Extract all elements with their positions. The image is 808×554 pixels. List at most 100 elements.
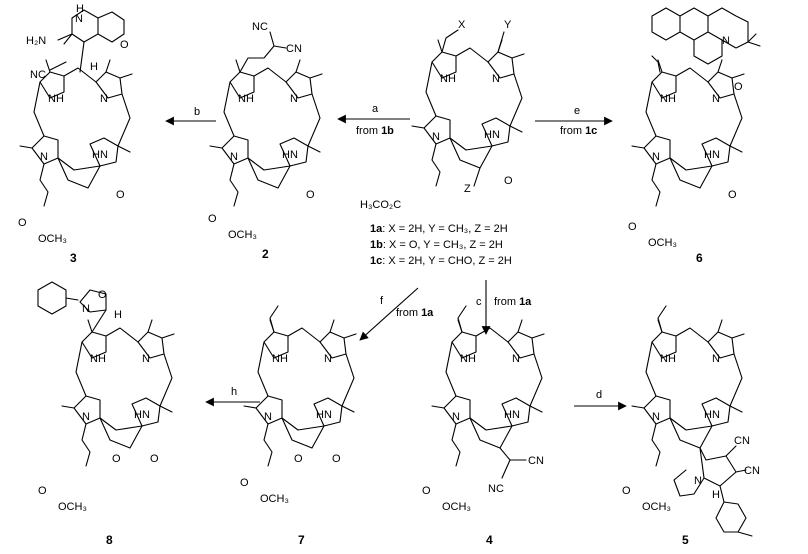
label-o: O	[728, 189, 737, 201]
arrow-e: e from 1c	[535, 105, 613, 137]
definition-1c: 1c: X = 2H, Y = CHO, Z = 2H	[370, 255, 512, 267]
label-hn: HN	[316, 409, 332, 421]
label-n: N	[512, 353, 520, 365]
label-och3: OCH₃	[642, 501, 671, 513]
label-hn: HN	[484, 129, 500, 141]
definition-1a: 1a: X = 2H, Y = CH₃, Z = 2H	[370, 223, 508, 235]
compound-number: 4	[486, 533, 493, 547]
label-cn: CN	[286, 43, 302, 55]
compound-number: 2	[262, 247, 269, 261]
label-hn: HN	[504, 409, 520, 421]
label-o: O	[150, 453, 159, 465]
label-nc: NC	[252, 21, 268, 33]
label-och3: OCH₃	[442, 501, 471, 513]
compound-number: 5	[682, 533, 689, 547]
label-o: O	[98, 289, 107, 301]
step-from-e: from 1c	[560, 125, 597, 137]
label-n: N	[712, 93, 720, 105]
label-nc: NC	[488, 483, 504, 495]
arrow-f: f from 1a	[359, 287, 434, 341]
label-hn: HN	[92, 149, 108, 161]
label-n: N	[40, 151, 48, 163]
label-nh: NH	[660, 353, 676, 365]
label-och3: OCH₃	[38, 233, 67, 245]
label-nh: NH	[440, 73, 456, 85]
step-label-d: d	[596, 389, 602, 401]
label-h3co2c: H₃CO₂C	[360, 199, 401, 211]
label-n: N	[264, 411, 272, 423]
label-o: O	[422, 485, 431, 497]
arrow-b: b	[165, 106, 216, 126]
label-nh: NH	[460, 353, 476, 365]
label-hn: HN	[704, 409, 720, 421]
label-o: O	[734, 81, 743, 93]
label-n: N	[694, 475, 702, 487]
label-n: N	[452, 411, 460, 423]
step-label-c: c	[476, 296, 482, 308]
compound-4: NH N N HN CN NC O OCH₃ 4	[422, 305, 545, 547]
label-o: O	[112, 453, 121, 465]
label-nc: NC	[30, 69, 46, 81]
label-och3: OCH₃	[228, 229, 257, 241]
step-label-a: a	[372, 103, 379, 115]
label-o: O	[208, 213, 217, 225]
label-nh: NH	[238, 93, 254, 105]
label-n: N	[492, 73, 500, 85]
compound-number: 6	[696, 251, 703, 265]
label-n: N	[75, 13, 83, 25]
definition-1b: 1b: X = O, Y = CH₃, Z = 2H	[370, 239, 503, 251]
label-och3: OCH₃	[260, 493, 289, 505]
label-cn: CN	[744, 465, 760, 477]
step-from-a: from 1b	[356, 125, 394, 137]
compound-number: 8	[106, 533, 113, 547]
label-och3: OCH₃	[58, 501, 87, 513]
label-n: N	[432, 131, 440, 143]
label-nh: NH	[660, 93, 676, 105]
label-n: N	[324, 353, 332, 365]
label-o: O	[18, 217, 27, 229]
label-y: Y	[504, 19, 512, 31]
label-o: O	[38, 485, 47, 497]
label-nh: NH	[272, 353, 288, 365]
label-o: O	[628, 221, 637, 233]
label-h: H	[712, 489, 720, 501]
label-x: X	[458, 19, 466, 31]
label-o: O	[120, 39, 129, 51]
label-o: O	[294, 453, 303, 465]
label-o: O	[622, 485, 631, 497]
label-n: N	[82, 411, 90, 423]
label-o: O	[306, 189, 315, 201]
label-n: N	[142, 353, 150, 365]
label-n: N	[230, 151, 238, 163]
label-o: O	[332, 453, 341, 465]
compound-3: H₂N N H NC H O NH N N HN O O OCH₃ 3	[18, 3, 133, 265]
label-n: N	[722, 35, 730, 47]
compound-8: N O H NH N N HN O O O OCH₃ 8	[37, 281, 175, 547]
label-cn: CN	[528, 455, 544, 467]
label-hn: HN	[704, 149, 720, 161]
label-h: H	[114, 309, 122, 321]
label-hn: HN	[282, 149, 298, 161]
label-h: H	[76, 3, 84, 15]
compound-2: NC CN NH N N HN O O OCH₃ 2	[208, 21, 323, 261]
compound-number: 7	[298, 533, 305, 547]
label-o: O	[240, 477, 249, 489]
label-nh: NH	[48, 93, 64, 105]
label-n: N	[712, 353, 720, 365]
label-n: N	[652, 151, 660, 163]
label-n: N	[652, 411, 660, 423]
compound-7: NH N N HN O O O OCH₃ 7	[240, 305, 357, 547]
arrow-c: c from 1a	[476, 280, 532, 335]
arrow-h: h	[205, 386, 260, 407]
label-z: Z	[464, 183, 471, 195]
step-from-c: from 1a	[494, 296, 532, 308]
compound-6: N O NH N N HN O O OCH₃ 6	[628, 7, 761, 265]
step-label-f: f	[380, 295, 384, 307]
arrow-d: d	[574, 389, 627, 411]
compound-number: 3	[70, 251, 77, 265]
step-label-h: h	[231, 386, 237, 398]
step-from-f: from 1a	[396, 307, 434, 319]
label-o: O	[116, 189, 125, 201]
label-cn: CN	[734, 435, 750, 447]
